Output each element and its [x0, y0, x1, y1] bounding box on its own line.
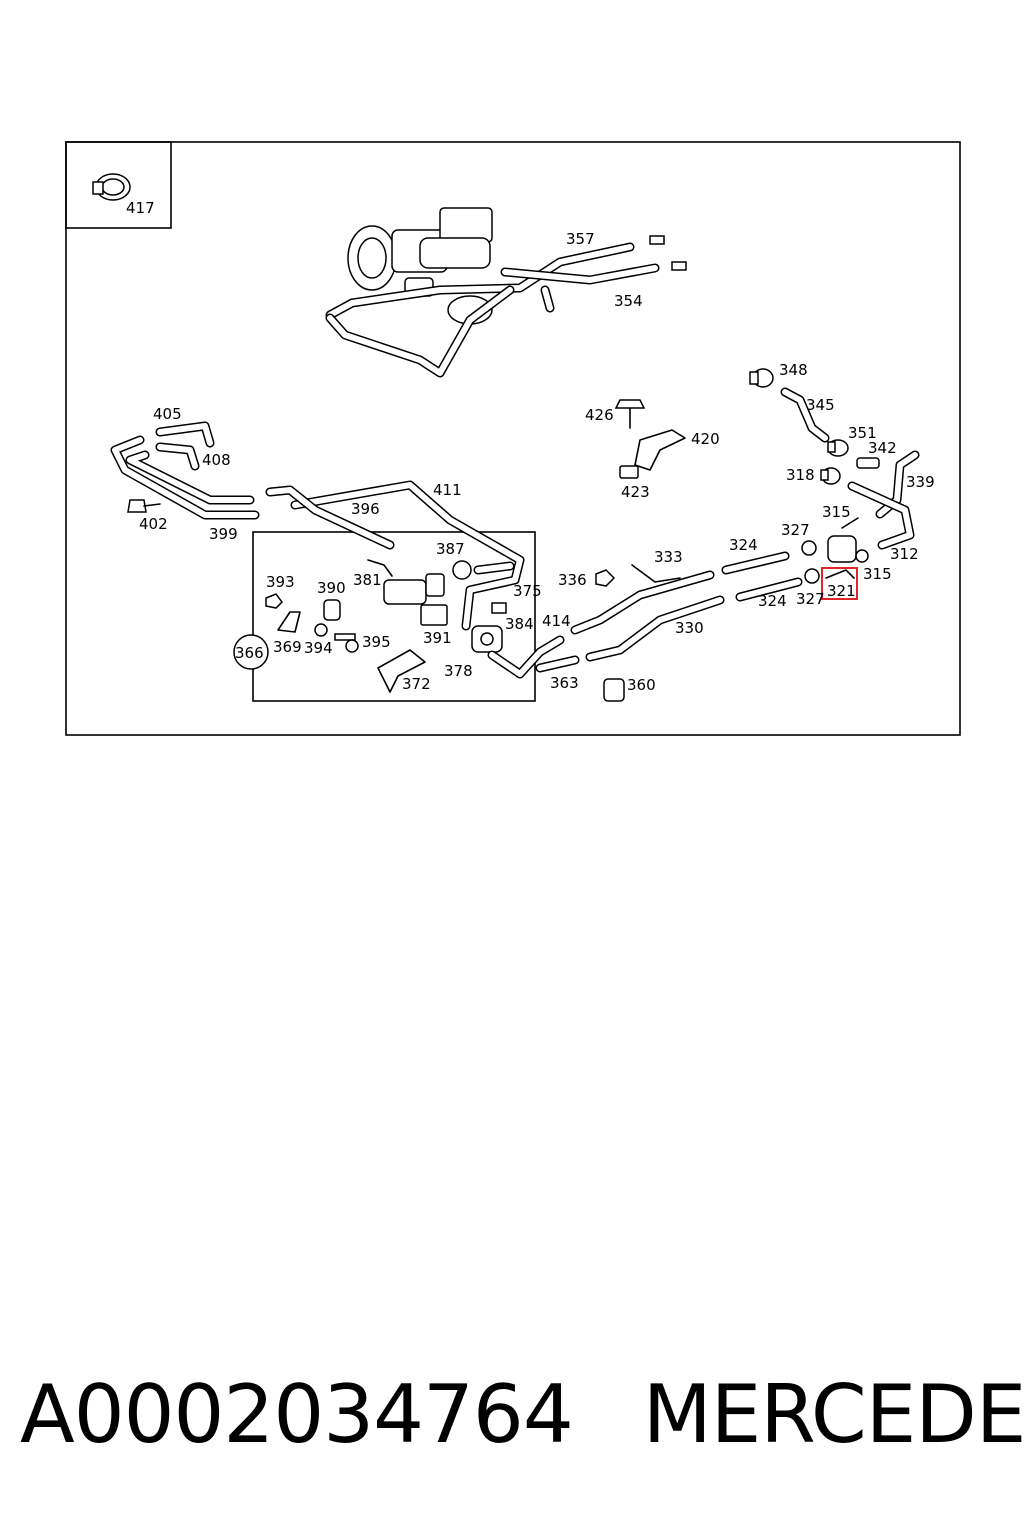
relay-391-icon [420, 604, 448, 626]
callout-402: 402 [139, 515, 168, 533]
callout-351: 351 [848, 424, 877, 442]
pipe-330 [585, 595, 725, 662]
pipe-end-fittings [649, 235, 687, 271]
hose-clamp-417-icon [92, 173, 131, 201]
part-number: A0002034764 [20, 1368, 574, 1461]
callout-327-upper: 327 [781, 521, 810, 539]
callout-378: 378 [444, 662, 473, 680]
engine-heater-assembly-icon [347, 207, 493, 325]
callout-390: 390 [317, 579, 346, 597]
callout-357: 357 [566, 230, 595, 248]
callout-395: 395 [362, 633, 391, 651]
callout-375: 375 [513, 582, 542, 600]
hose-405 [155, 421, 215, 448]
clamp-348-icon [749, 368, 774, 388]
callout-411: 411 [433, 481, 462, 499]
clip-384-icon [491, 602, 507, 614]
inset-box [65, 141, 172, 229]
hose-312 [847, 481, 915, 550]
part-321-icon [825, 569, 855, 579]
callout-420: 420 [691, 430, 720, 448]
bracket-336-icon [595, 564, 681, 587]
inset-label-417: 417 [126, 199, 155, 217]
callout-369: 369 [273, 638, 302, 656]
hose-345 [780, 387, 830, 443]
clamp-351-icon [827, 439, 849, 457]
part-caption: A0002034764 MERCEDES [20, 1368, 1024, 1461]
clamp-327-upper-icon [801, 540, 817, 556]
callout-354: 354 [614, 292, 643, 310]
nut-393-icon [265, 593, 283, 609]
hose-414 [487, 635, 565, 679]
screw-402-icon [127, 499, 161, 513]
sub-assembly-box [252, 531, 536, 702]
hose-408 [155, 442, 200, 471]
callout-348: 348 [779, 361, 808, 379]
bolt-395-icon [334, 633, 359, 653]
parts-diagram: 417 357 354 348 345 351 342 318 339 426 … [65, 141, 961, 736]
bracket-420-icon [634, 429, 686, 471]
callout-414: 414 [542, 612, 571, 630]
bracket-372-icon [377, 649, 426, 693]
callout-315-lower: 315 [863, 565, 892, 583]
grommet-390-icon [323, 599, 341, 621]
highlight-321-box [821, 567, 858, 600]
callout-327-lower: 327 [796, 590, 825, 608]
pipe-399 [110, 435, 260, 520]
hose-363 [535, 655, 580, 673]
coolant-pipe-354 [500, 263, 660, 313]
nut-423-icon [619, 465, 639, 479]
callout-387: 387 [436, 540, 465, 558]
callout-405: 405 [153, 405, 182, 423]
callout-426: 426 [585, 406, 614, 424]
callout-321: 321 [827, 582, 856, 600]
callout-423: 423 [621, 483, 650, 501]
callout-381: 381 [353, 571, 382, 589]
callout-366-circle [233, 634, 269, 670]
bolt-426-icon [614, 399, 646, 429]
callout-391: 391 [423, 629, 452, 647]
callout-372: 372 [402, 675, 431, 693]
clamp-318-icon [820, 467, 841, 485]
callout-366: 366 [235, 644, 264, 662]
clamp-387-icon [452, 560, 472, 580]
callout-394: 394 [304, 639, 333, 657]
callout-339: 339 [906, 473, 935, 491]
callout-360: 360 [627, 676, 656, 694]
diagram-frame [65, 141, 961, 736]
brand-name: MERCEDES [642, 1368, 1024, 1461]
hose-396 [265, 485, 395, 550]
grommet-360-icon [603, 678, 625, 702]
callout-330: 330 [675, 619, 704, 637]
callout-342: 342 [868, 439, 897, 457]
callout-333: 333 [654, 548, 683, 566]
pipe-411 [290, 480, 525, 631]
callout-312: 312 [890, 545, 919, 563]
bracket-369-icon [277, 611, 301, 633]
hose-324-lower [735, 577, 803, 602]
callout-315-upper: 315 [822, 503, 851, 521]
callout-318: 318 [786, 466, 815, 484]
callout-345: 345 [806, 396, 835, 414]
hose-324-upper [721, 551, 790, 575]
clamp-327-lower-icon [804, 568, 820, 584]
valve-378-icon [471, 625, 503, 653]
pump-381-icon [367, 559, 445, 605]
callout-399: 399 [209, 525, 238, 543]
callout-408: 408 [202, 451, 231, 469]
hose-387 [473, 561, 515, 575]
callout-324-upper: 324 [729, 536, 758, 554]
callout-393: 393 [266, 573, 295, 591]
pipe-333 [570, 570, 715, 635]
callout-396: 396 [351, 500, 380, 518]
callout-336: 336 [558, 571, 587, 589]
washer-394-icon [314, 623, 328, 637]
nipple-342-icon [856, 457, 880, 469]
callout-324-lower: 324 [758, 592, 787, 610]
callout-363: 363 [550, 674, 579, 692]
callout-384: 384 [505, 615, 534, 633]
coolant-pipe-357 [325, 242, 635, 378]
valve-315-icon [827, 517, 869, 563]
